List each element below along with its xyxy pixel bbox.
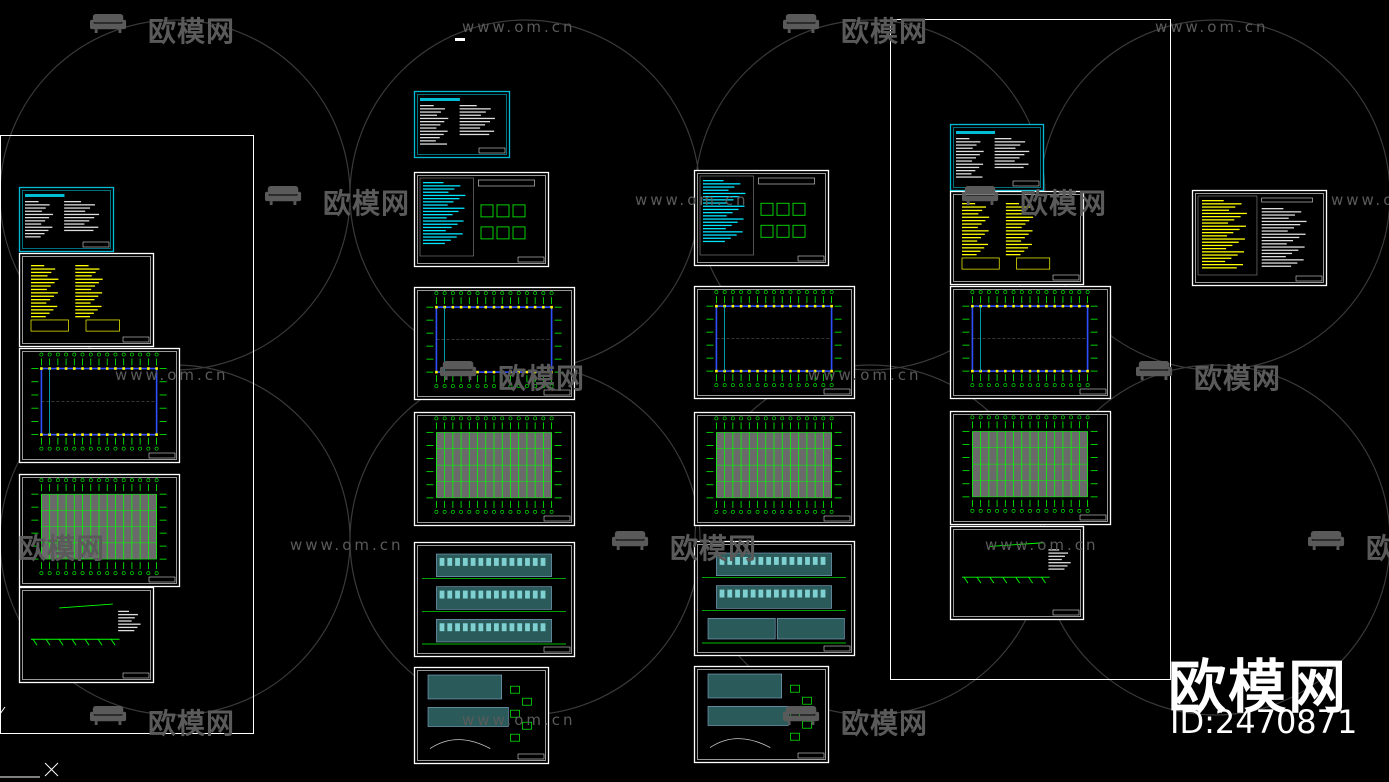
sheet-floor-plan bbox=[18, 347, 181, 464]
sheet-floor-plan bbox=[949, 410, 1112, 526]
sheet-notes bbox=[18, 186, 115, 253]
sofa-logo-icon bbox=[90, 14, 127, 33]
drawing-sheets bbox=[18, 90, 1328, 765]
sofa-logo-icon bbox=[440, 361, 477, 380]
sheet-floor-plan bbox=[413, 286, 576, 401]
sheet-notes bbox=[1191, 189, 1328, 287]
sheet-floor-plan bbox=[693, 411, 856, 527]
sofa-logo-icon bbox=[783, 706, 820, 725]
sofa-logo-icon bbox=[612, 531, 649, 550]
sofa-logo-icon bbox=[962, 186, 999, 205]
sheet-floor-plan bbox=[18, 473, 181, 588]
sheet-notes bbox=[413, 171, 550, 268]
sheet-notes bbox=[949, 123, 1045, 192]
sheet-elevations bbox=[693, 540, 856, 657]
cursor-mark bbox=[455, 38, 465, 41]
sheet-truss bbox=[18, 586, 155, 684]
sheet-notes bbox=[693, 169, 830, 267]
sheet-notes bbox=[949, 190, 1085, 286]
sheet-elevations bbox=[413, 541, 576, 658]
brand-logo-text: 欧模网 bbox=[1168, 653, 1349, 721]
sheet-floor-plan bbox=[693, 285, 856, 400]
ucs-cross-icon bbox=[0, 706, 59, 778]
layout-frame-right bbox=[890, 19, 1171, 680]
sheet-notes bbox=[413, 90, 511, 159]
sheet-details bbox=[413, 666, 550, 765]
layout-frame-left bbox=[0, 135, 254, 734]
watermark-logos bbox=[90, 14, 1345, 725]
sofa-logo-icon bbox=[1136, 361, 1173, 380]
sheet-truss bbox=[949, 525, 1085, 621]
sheet-floor-plan bbox=[413, 411, 576, 527]
brand-id-label: ID:2470871 bbox=[1170, 703, 1358, 741]
sheet-floor-plan bbox=[949, 285, 1112, 400]
sofa-logo-icon bbox=[90, 706, 127, 725]
sheet-notes bbox=[18, 252, 155, 348]
layout-frames bbox=[0, 19, 1171, 734]
sofa-logo-icon bbox=[783, 14, 820, 33]
sofa-logo-icon bbox=[265, 186, 302, 205]
sofa-logo-icon bbox=[1308, 531, 1345, 550]
